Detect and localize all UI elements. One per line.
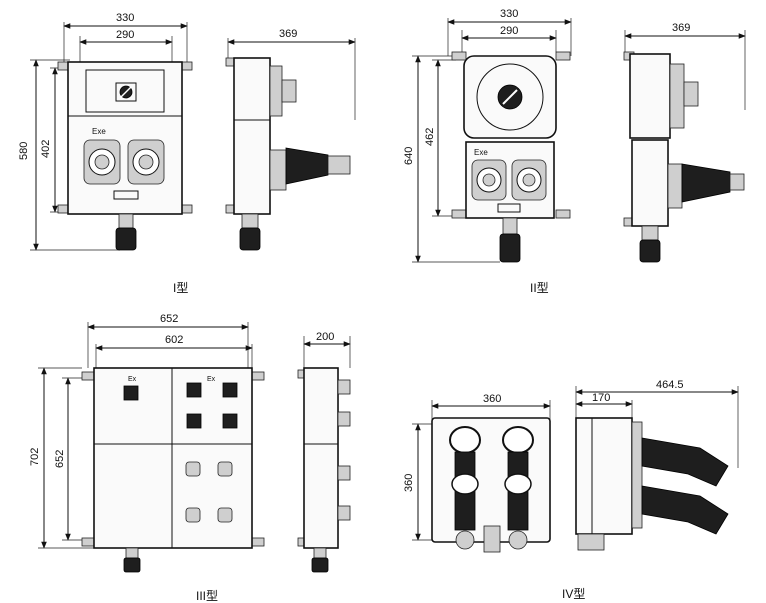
type3-sockets bbox=[185, 461, 233, 523]
type2-ex-mark: Exe bbox=[474, 148, 488, 157]
type3-switch-blocks bbox=[123, 382, 238, 429]
type1-ex-mark: Exe bbox=[92, 127, 106, 136]
type2-front-view: Exe bbox=[451, 51, 571, 263]
type4-dimensions: 360 360 464.5 170 bbox=[403, 379, 739, 541]
type1-dimensions: 330 290 580 402 369 bbox=[18, 12, 356, 251]
type1-height-outer: 580 bbox=[18, 142, 30, 160]
type4-front-width: 360 bbox=[483, 393, 501, 405]
type3-height-outer: 702 bbox=[29, 448, 41, 466]
type3-width-outer: 652 bbox=[160, 313, 178, 325]
type2-side-view bbox=[623, 51, 745, 263]
type3-width-inner: 602 bbox=[165, 334, 183, 346]
type3-caption: III型 bbox=[196, 589, 218, 603]
type2-width-outer: 330 bbox=[500, 8, 518, 20]
type3-side-view bbox=[297, 367, 351, 573]
type4-front-height: 360 bbox=[403, 474, 415, 492]
type4-side-depth-inner: 170 bbox=[592, 392, 610, 404]
type2-side-depth: 369 bbox=[672, 22, 690, 34]
type1-height-inner: 402 bbox=[40, 140, 52, 158]
type3-drawing: 652 602 702 652 200 Ex bbox=[29, 313, 351, 603]
type1-drawing: 330 290 580 402 369 bbox=[18, 12, 356, 295]
type2-height-outer: 640 bbox=[403, 147, 415, 165]
type1-side-view bbox=[225, 57, 351, 251]
type4-side-depth-outer: 464.5 bbox=[656, 379, 684, 391]
type4-plug-left bbox=[449, 426, 481, 550]
type4-drawing: 360 360 464.5 170 bbox=[403, 379, 739, 601]
type3-height-inner: 652 bbox=[54, 450, 66, 468]
type3-side-depth: 200 bbox=[316, 331, 334, 343]
type1-caption: I型 bbox=[173, 281, 188, 295]
type3-front-view: Ex Ex bbox=[81, 367, 265, 573]
type3-dimensions: 652 602 702 652 200 bbox=[29, 313, 351, 549]
type1-front-view: Exe bbox=[57, 61, 193, 251]
type1-width-outer: 330 bbox=[116, 12, 134, 24]
type3-ex-mark-right: Ex bbox=[207, 376, 216, 383]
type2-drawing: 330 290 640 462 369 bbox=[403, 8, 746, 295]
type1-side-depth: 369 bbox=[279, 28, 297, 40]
type2-caption: II型 bbox=[530, 281, 549, 295]
type4-plug-right bbox=[502, 426, 534, 550]
type2-height-inner: 462 bbox=[424, 128, 436, 146]
type4-front-view bbox=[431, 417, 551, 553]
type2-dimensions: 330 290 640 462 369 bbox=[403, 8, 746, 263]
type2-width-inner: 290 bbox=[500, 25, 518, 37]
type1-width-inner: 290 bbox=[116, 29, 134, 41]
type4-caption: IV型 bbox=[562, 587, 585, 601]
type4-side-view bbox=[575, 417, 729, 551]
type3-ex-mark-left: Ex bbox=[128, 376, 137, 383]
